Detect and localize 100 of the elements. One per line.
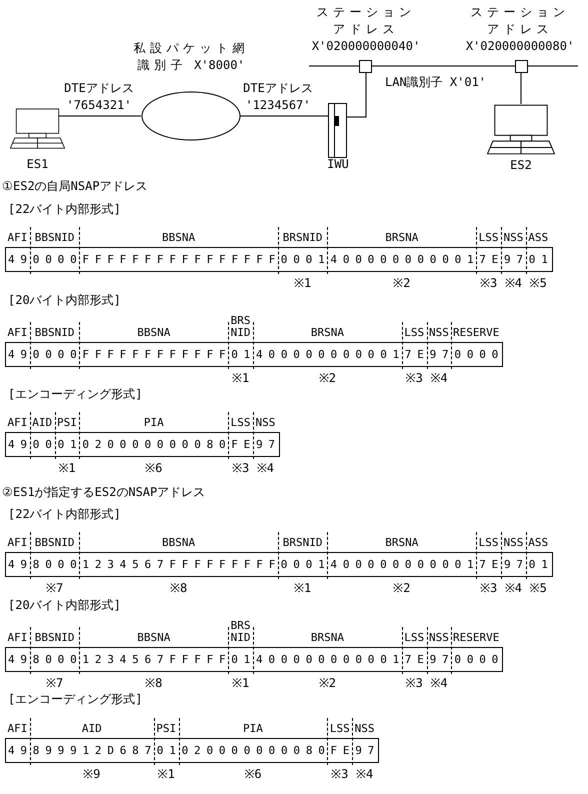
- field-value: 49: [7, 652, 31, 668]
- field-name: ASS: [527, 232, 550, 244]
- field-name: NSS: [354, 723, 376, 735]
- field-value: 97: [255, 437, 279, 453]
- station-address-label: ステーションアドレス X'020000000080': [464, 4, 576, 55]
- field-name: BRSNID: [282, 537, 324, 549]
- field-value: 97: [428, 347, 452, 363]
- footnote-mark: ※3: [404, 675, 424, 692]
- field-name: LSS: [403, 632, 426, 644]
- field-name: PSI: [155, 723, 178, 735]
- field-name: AFI: [6, 232, 28, 244]
- network-label: 私設パケット網識別子 X'8000': [133, 40, 249, 74]
- field-value: 01: [528, 252, 552, 268]
- footnote-mark: ※2: [318, 370, 338, 387]
- field-name: BRS NID: [230, 620, 252, 644]
- footnote-mark: ※9: [82, 766, 102, 783]
- field-name: NSS: [428, 327, 450, 339]
- field-value: 01: [156, 743, 180, 759]
- footnote-mark: ※3: [404, 370, 424, 387]
- station-port-box: [359, 60, 372, 73]
- footnote-mark: ※4: [504, 275, 524, 292]
- edge-label: DTEアドレス '1234567': [242, 80, 314, 114]
- field-value: 020000000080: [81, 437, 230, 453]
- field-name: LSS: [478, 232, 500, 244]
- field-name: RESERVE: [452, 327, 500, 339]
- field-name: NSS: [502, 537, 524, 549]
- station-port-box: [515, 60, 528, 73]
- field-value: 49: [7, 437, 31, 453]
- node-label: ES2: [509, 157, 533, 174]
- footnote-mark: ※3: [478, 275, 498, 292]
- field-value: 8000: [32, 652, 80, 668]
- field-name: LSS: [230, 417, 252, 429]
- field-value: 0001: [280, 557, 328, 573]
- footnote-mark: ※2: [318, 675, 338, 692]
- connector-line: [346, 72, 366, 118]
- field-name: BBSNID: [34, 327, 76, 339]
- field-name: BRSNA: [310, 327, 345, 339]
- field-name: BBSNID: [34, 632, 76, 644]
- footnote-mark: ※1: [57, 460, 77, 477]
- field-value: 01: [528, 557, 552, 573]
- field-value: 400000000001: [255, 347, 403, 363]
- field-name: BBSNA: [136, 327, 172, 339]
- node-label: IWU: [326, 156, 350, 173]
- footnote-mark: ※1: [230, 675, 250, 692]
- field-name: LSS: [478, 537, 500, 549]
- field-value: 0000: [453, 652, 502, 668]
- field-name: BRSNA: [384, 537, 420, 549]
- field-name: PIA: [142, 417, 165, 429]
- field-name: BBSNA: [161, 232, 196, 244]
- field-name: RESERVE: [452, 632, 500, 644]
- field-value: 00: [32, 437, 56, 453]
- footnote-mark: ※1: [230, 370, 250, 387]
- field-name: BRS NID: [230, 315, 252, 339]
- footnote-mark: ※2: [392, 580, 412, 597]
- format-heading: [20バイト内部形式]: [8, 597, 121, 614]
- field-name: AFI: [6, 537, 28, 549]
- field-value: FE: [230, 437, 254, 453]
- footnote-mark: ※3: [478, 580, 498, 597]
- field-name: BRSNID: [282, 232, 324, 244]
- field-name: ASS: [527, 537, 550, 549]
- field-name: LSS: [403, 327, 426, 339]
- footnote-mark: ※2: [392, 275, 412, 292]
- field-value: 49: [7, 252, 31, 268]
- format-heading: [22バイト内部形式]: [8, 201, 121, 218]
- field-value: 1234567FFFFF: [81, 652, 230, 668]
- footnote-mark: ※4: [429, 370, 449, 387]
- field-value: FFFFFFFFFFFF: [81, 347, 230, 363]
- footnote-mark: ※6: [243, 766, 263, 783]
- field-value: 899912D687: [32, 743, 155, 759]
- field-name: BBSNA: [136, 632, 172, 644]
- field-name: AID: [31, 417, 54, 429]
- field-value: 8000: [32, 557, 80, 573]
- field-name: BRSNA: [384, 232, 420, 244]
- field-value: 400000000001: [255, 652, 403, 668]
- field-value: FFFFFFFFFFFFFFFF: [81, 252, 279, 268]
- field-value: 400000000001: [329, 557, 478, 573]
- field-name: AFI: [6, 723, 28, 735]
- format-heading: [22バイト内部形式]: [8, 506, 121, 523]
- field-value: 97: [503, 557, 527, 573]
- footnote-mark: ※3: [230, 460, 250, 477]
- field-name: NSS: [428, 632, 450, 644]
- field-name: BBSNA: [161, 537, 196, 549]
- field-name: BRSNA: [310, 632, 345, 644]
- footnote-mark: ※3: [330, 766, 350, 783]
- field-name: NSS: [254, 417, 276, 429]
- format-heading: [エンコーディング形式]: [8, 691, 142, 708]
- footnote-mark: ※7: [44, 675, 64, 692]
- field-value: 01: [230, 652, 254, 668]
- format-heading: [エンコーディング形式]: [8, 386, 142, 403]
- field-value: 0000: [32, 252, 80, 268]
- field-name: BBSNID: [34, 232, 76, 244]
- station-address-label: ステーションアドレス X'020000000040': [310, 4, 422, 55]
- footnote-mark: ※5: [528, 275, 548, 292]
- field-value: 97: [354, 743, 378, 759]
- footnote-mark: ※6: [144, 460, 164, 477]
- field-name: AFI: [6, 327, 28, 339]
- footnote-mark: ※1: [156, 766, 176, 783]
- section-heading: ②ES1が指定するES2のNSAPアドレス: [2, 484, 206, 501]
- field-value: 020000000080: [180, 743, 328, 759]
- field-name: AFI: [6, 417, 28, 429]
